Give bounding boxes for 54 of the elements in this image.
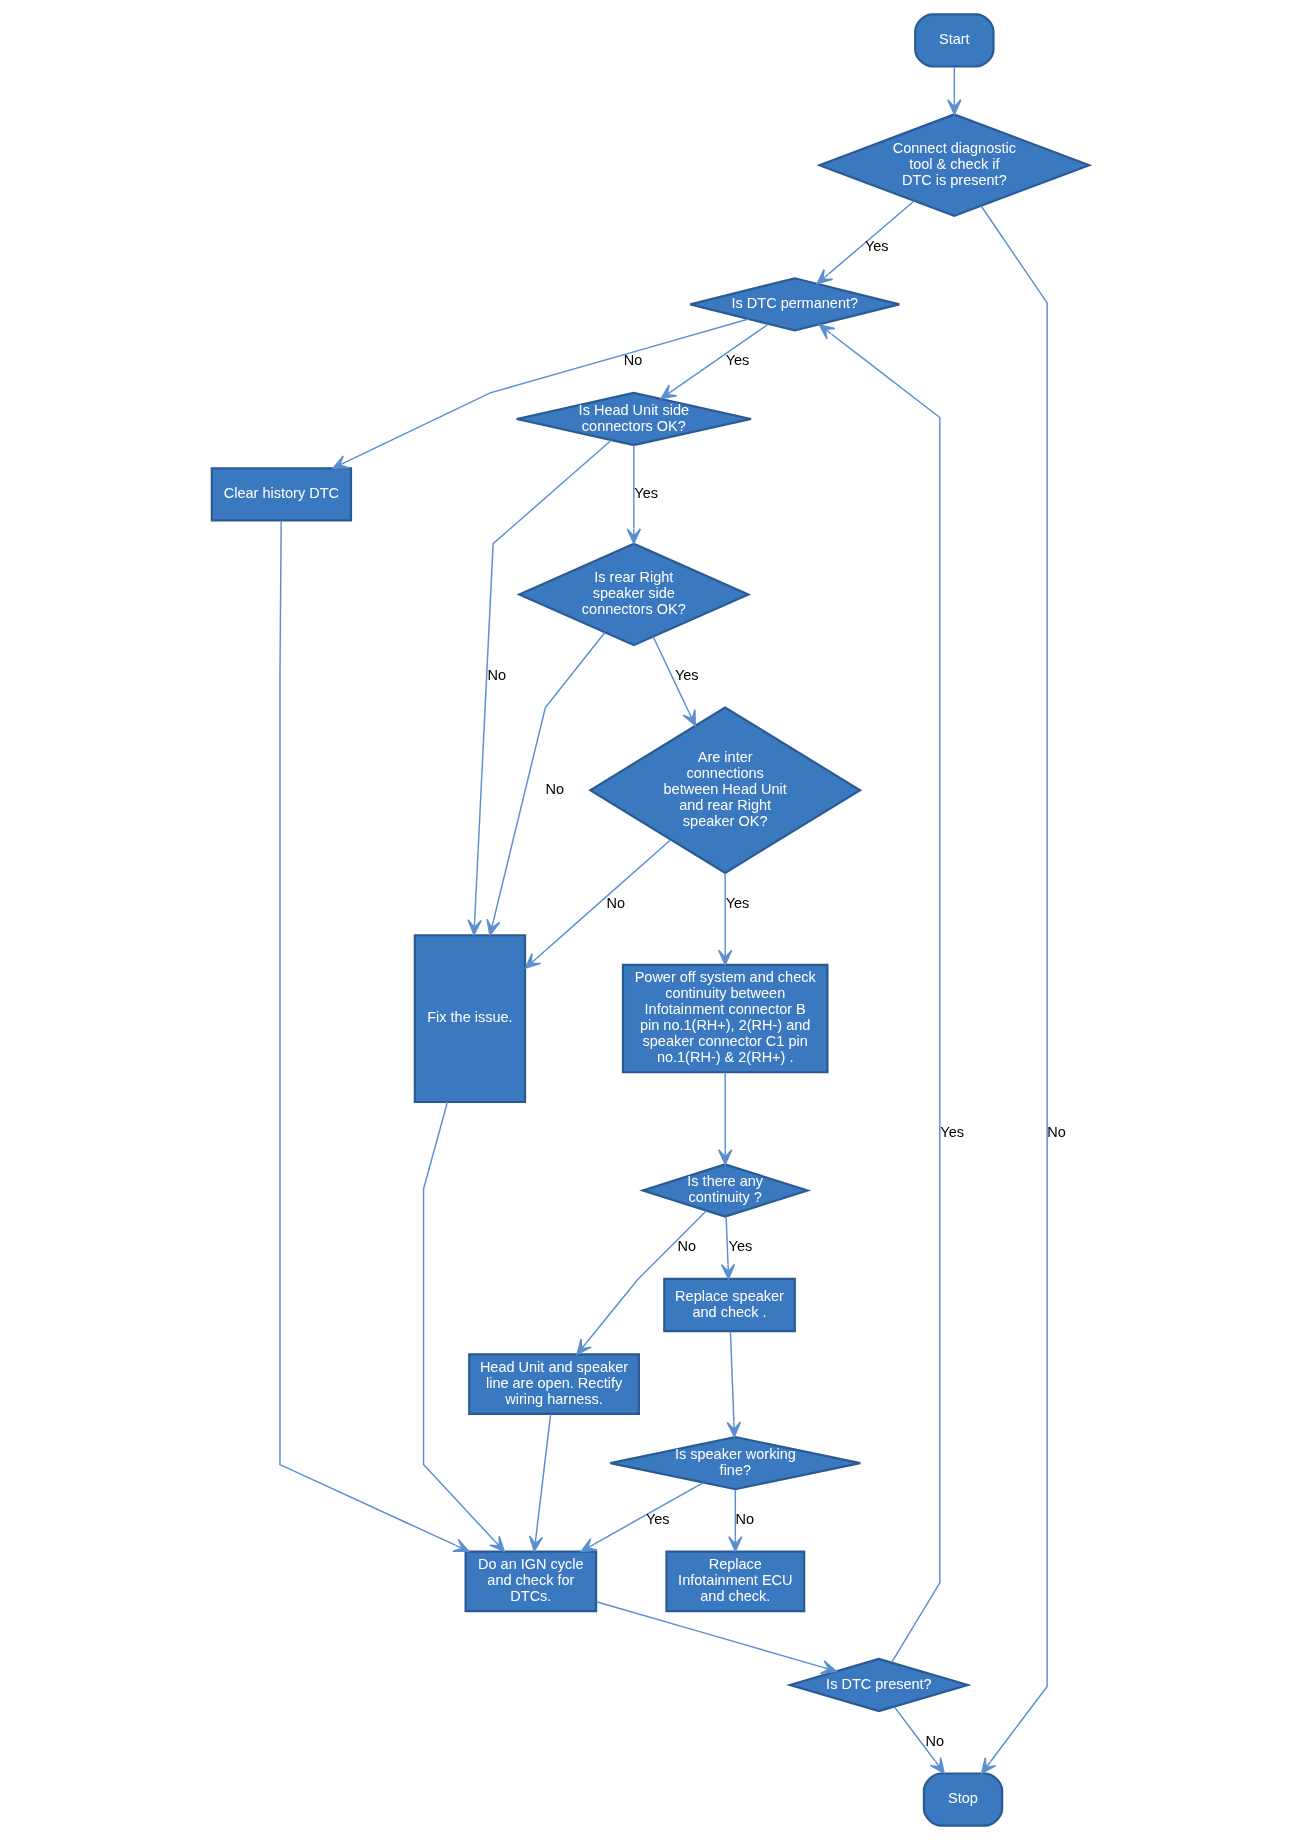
edge-label: Yes: [864, 237, 889, 254]
node-box: Replace speaker and check .: [663, 1277, 796, 1333]
node-box: Clear history DTC: [210, 467, 353, 522]
edge-label: No: [545, 780, 565, 797]
edge-label: No: [623, 352, 643, 369]
edge-label: No: [606, 894, 625, 911]
arrow: [717, 872, 733, 966]
edge-label: Yes: [940, 1123, 964, 1140]
edge-label: No: [925, 1732, 945, 1749]
arrow: [720, 1216, 736, 1280]
arrow: [728, 1488, 743, 1552]
edge-label: No: [1047, 1123, 1066, 1140]
node-diamond: Is rear Right speaker side connectors OK?: [516, 542, 752, 647]
node-diamond: Connect diagnostic tool & check if DTC is present?: [816, 113, 1093, 218]
node-box: Replace Infotainment ECU and check.: [665, 1550, 806, 1613]
node-diamond: Is DTC permanent?: [689, 277, 901, 332]
node-diamond: Is Head Unit side connectors OK?: [515, 391, 753, 447]
arrow: [893, 1706, 945, 1774]
arrow: [626, 444, 642, 545]
arrow: [947, 66, 962, 116]
arrow: [816, 200, 915, 285]
edge-label: No: [487, 666, 507, 683]
arrow: [726, 1330, 742, 1438]
arrow: [332, 318, 750, 469]
arrow: [524, 839, 672, 969]
edge-label: Yes: [725, 894, 750, 911]
node-diamond: Is speaker working fine?: [609, 1435, 862, 1491]
arrow: [422, 1101, 506, 1553]
arrow: [576, 1210, 708, 1355]
node-box: Do an IGN cycle and check for DTCs.: [464, 1550, 598, 1613]
arrow: [652, 636, 696, 727]
edge-label: Yes: [725, 352, 750, 369]
arrow: [595, 1601, 837, 1675]
edge-label: Yes: [674, 666, 699, 683]
edge-label: No: [735, 1511, 755, 1528]
arrow: [580, 1481, 705, 1553]
node-box: Fix the issue.: [413, 934, 527, 1104]
arrow: [279, 519, 470, 1553]
edge-label: Yes: [634, 484, 658, 501]
edge-label: Yes: [645, 1511, 670, 1528]
edge-label: No: [677, 1238, 697, 1255]
node-box: Stop: [922, 1772, 1004, 1827]
arrow: [980, 205, 1048, 1775]
node-diamond: Is there any continuity ?: [639, 1163, 812, 1218]
arrow: [486, 631, 606, 936]
arrow: [717, 1071, 733, 1166]
node-box: Power off system and check continuity between Infotainment connector B pin no.1(RH+), 2(RH-) and speaker connector C1 pin no.1(RH-) & 2(RH+) .: [621, 963, 829, 1074]
edge-label: Yes: [728, 1238, 753, 1255]
arrow: [528, 1413, 552, 1552]
node-box: Head Unit and speaker line are open. Rectify wiring harness.: [468, 1353, 640, 1415]
arrow: [467, 439, 612, 936]
node-box: Start: [914, 13, 995, 68]
arrow: [818, 324, 941, 1663]
arrow: [660, 323, 769, 400]
